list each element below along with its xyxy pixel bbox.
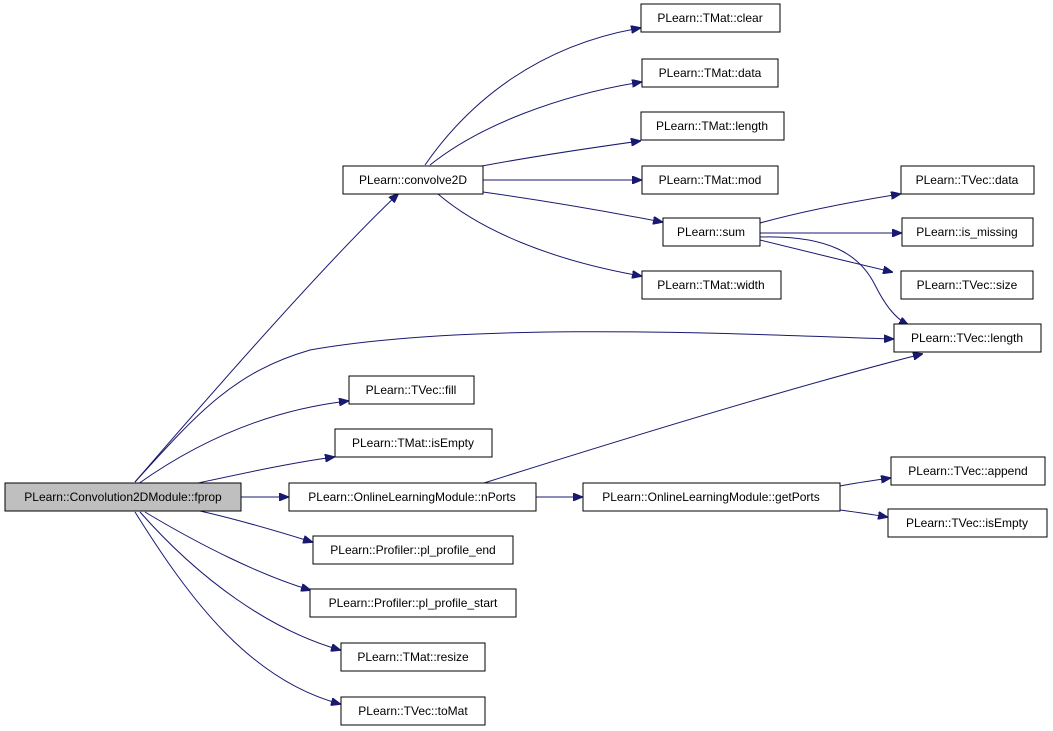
node-label: PLearn::Profiler::pl_profile_start [329, 596, 498, 610]
node-label: PLearn::Profiler::pl_profile_end [330, 543, 495, 557]
node-box [342, 165, 484, 195]
node-label: PLearn::TVec::size [917, 278, 1018, 292]
node-label: PLearn::TMat::isEmpty [352, 436, 474, 450]
edge-fprop-tvec-fill [137, 401, 348, 485]
node-box [890, 456, 1046, 486]
node-profile-end[interactable]: PLearn::Profiler::pl_profile_end [312, 535, 514, 565]
node-box [662, 217, 761, 247]
edge-nports-tvec-length [483, 354, 922, 484]
node-box [641, 165, 779, 195]
node-box [640, 111, 785, 141]
node-tvec-append[interactable]: PLearn::TVec::append [890, 456, 1046, 486]
node-label: PLearn::TMat::data [659, 66, 762, 80]
node-box [348, 375, 475, 405]
node-box [900, 270, 1034, 300]
node-tvec-data[interactable]: PLearn::TVec::data [900, 165, 1035, 195]
node-nports[interactable]: PLearn::OnlineLearningModule::nPorts [288, 482, 537, 512]
edge-getports-tvec-isempty [839, 509, 887, 517]
node-box [288, 482, 537, 512]
node-box [893, 323, 1042, 353]
edge-sum-tvec-size [759, 239, 892, 272]
node-box [641, 270, 782, 300]
edge-convolve2d-sum [482, 191, 662, 222]
node-tmat-data[interactable]: PLearn::TMat::data [641, 58, 779, 88]
node-label: PLearn::TVec::length [911, 331, 1023, 345]
edge-fprop-tmat-resize [139, 511, 340, 650]
node-label: PLearn::TMat::mod [659, 173, 762, 187]
node-tmat-length[interactable]: PLearn::TMat::length [640, 111, 785, 141]
node-label: PLearn::TVec::data [916, 173, 1019, 187]
edges [134, 28, 922, 704]
node-box [4, 482, 242, 512]
node-label: PLearn::TMat::resize [357, 650, 469, 664]
node-tmat-resize[interactable]: PLearn::TMat::resize [340, 642, 486, 672]
edge-fprop-tvec-tomat [134, 511, 340, 704]
edge-sum-tvec-data [759, 194, 900, 224]
edge-fprop-profile-start [144, 511, 310, 590]
node-box [900, 165, 1035, 195]
node-tmat-width[interactable]: PLearn::TMat::width [641, 270, 782, 300]
node-tmat-mod[interactable]: PLearn::TMat::mod [641, 165, 779, 195]
node-convolution2dmodule-fprop[interactable]: PLearn::Convolution2DModule::fprop [4, 482, 242, 512]
node-label: PLearn::TMat::length [656, 119, 768, 133]
node-box [640, 3, 781, 33]
edge-fprop-tvec-length [134, 331, 893, 483]
node-tvec-fill[interactable]: PLearn::TVec::fill [348, 375, 475, 405]
node-box [334, 428, 493, 458]
node-profile-start[interactable]: PLearn::Profiler::pl_profile_start [309, 588, 517, 618]
edge-convolve2d-tmat-clear [424, 28, 640, 166]
edge-fprop-convolve2d [134, 194, 398, 483]
node-label: PLearn::OnlineLearningModule::getPorts [602, 490, 819, 504]
node-box [887, 508, 1048, 538]
node-tvec-tomat[interactable]: PLearn::TVec::toMat [340, 696, 486, 726]
node-convolve2d[interactable]: PLearn::convolve2D [342, 165, 484, 195]
edge-getports-tvec-append [839, 478, 890, 487]
node-label: PLearn::convolve2D [359, 173, 467, 187]
node-label: PLearn::TMat::clear [657, 11, 762, 25]
node-tvec-length[interactable]: PLearn::TVec::length [893, 323, 1042, 353]
node-tmat-isempty[interactable]: PLearn::TMat::isEmpty [334, 428, 493, 458]
nodes: PLearn::Convolution2DModule::fprop PLear… [4, 3, 1048, 726]
edge-fprop-tmat-isempty [197, 457, 334, 484]
node-label: PLearn::TVec::append [908, 464, 1027, 478]
node-box [309, 588, 517, 618]
node-box [641, 58, 779, 88]
node-getports[interactable]: PLearn::OnlineLearningModule::getPorts [582, 482, 841, 512]
node-label: PLearn::sum [677, 225, 745, 239]
node-label: PLearn::TVec::fill [366, 383, 457, 397]
edge-convolve2d-tmat-width [437, 193, 641, 276]
edge-fprop-profile-end [199, 510, 312, 542]
node-tvec-isempty[interactable]: PLearn::TVec::isEmpty [887, 508, 1048, 538]
edge-convolve2d-tmat-length [481, 141, 640, 167]
node-label: PLearn::OnlineLearningModule::nPorts [308, 490, 515, 504]
node-label: PLearn::TVec::toMat [358, 704, 468, 718]
node-label: PLearn::is_missing [916, 225, 1017, 239]
edge-sum-tvec-length [759, 236, 908, 325]
node-label: PLearn::TVec::isEmpty [906, 516, 1028, 530]
node-box [582, 482, 841, 512]
node-is-missing[interactable]: PLearn::is_missing [901, 217, 1034, 247]
node-tmat-clear[interactable]: PLearn::TMat::clear [640, 3, 781, 33]
node-tvec-size[interactable]: PLearn::TVec::size [900, 270, 1034, 300]
node-sum[interactable]: PLearn::sum [662, 217, 761, 247]
node-label: PLearn::Convolution2DModule::fprop [24, 490, 222, 504]
node-box [312, 535, 514, 565]
node-label: PLearn::TMat::width [657, 278, 764, 292]
node-box [901, 217, 1034, 247]
edge-convolve2d-tmat-data [429, 82, 641, 166]
node-box [340, 642, 486, 672]
node-box [340, 696, 486, 726]
